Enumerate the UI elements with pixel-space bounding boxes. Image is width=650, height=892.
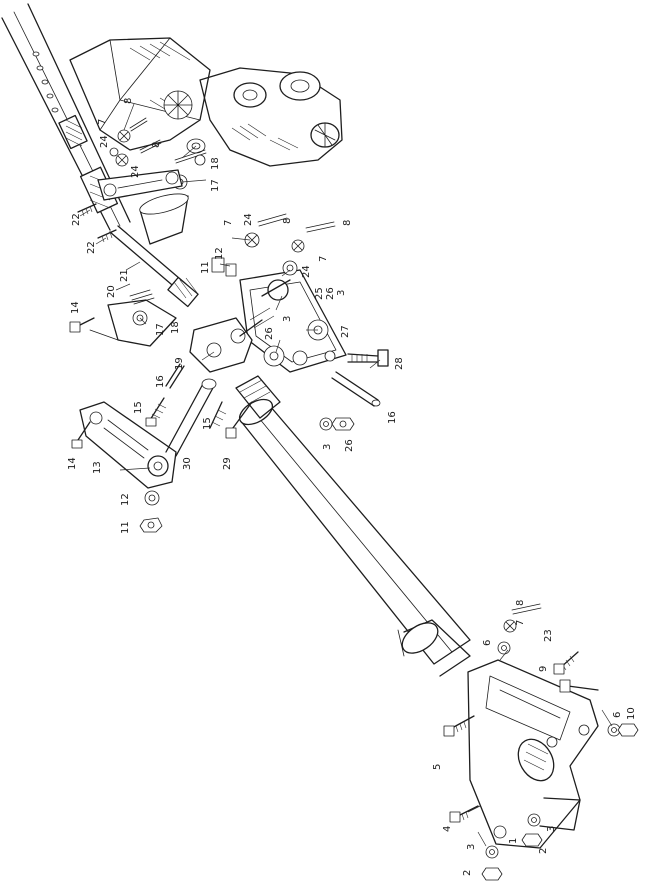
steering-gearbox <box>186 67 343 167</box>
callout-6b: 6 <box>612 712 623 718</box>
lower-fasteners <box>443 603 639 881</box>
callout-22a: 22 <box>71 213 82 226</box>
callout-3b: 3 <box>282 316 293 322</box>
callout-8a: 8 <box>123 98 134 104</box>
callout-26a: 26 <box>325 287 336 300</box>
bolts-14-15 <box>69 203 227 449</box>
callout-11a: 11 <box>200 261 211 274</box>
callout-3e: 3 <box>546 826 557 832</box>
callout-12b: 12 <box>120 493 131 506</box>
link-rod-30 <box>165 378 217 457</box>
callout-4: 4 <box>442 826 453 832</box>
bolt-28 <box>347 349 389 367</box>
callout-24a: 24 <box>99 135 110 148</box>
leader-lines <box>79 103 613 847</box>
callout-15a: 15 <box>133 401 144 414</box>
centre-mounting-plate <box>239 269 347 373</box>
callout-6a: 6 <box>482 640 493 646</box>
callout-30: 30 <box>182 457 193 470</box>
callout-16b: 16 <box>387 411 398 424</box>
callout-labels: 8 7 24 8 24 18 17 22 22 21 20 8 7 24 12 … <box>67 98 637 876</box>
shaft-holes <box>32 51 59 113</box>
middle-rod <box>109 225 199 308</box>
callout-24d: 24 <box>301 265 312 278</box>
support-bracket-20 <box>89 289 177 347</box>
lever-arm-19 <box>189 317 263 373</box>
callout-3c: 3 <box>322 444 333 450</box>
callout-17a: 17 <box>210 179 221 192</box>
callout-5: 5 <box>432 764 443 770</box>
callout-22b: 22 <box>86 241 97 254</box>
pin-16-right <box>331 371 381 407</box>
right-fasteners <box>211 213 355 431</box>
callout-18a: 18 <box>210 157 221 170</box>
bolt-29 <box>225 401 253 439</box>
callout-9: 9 <box>538 666 549 672</box>
callout-7a: 7 <box>97 119 108 125</box>
callout-2a: 2 <box>462 870 473 876</box>
callout-26b: 26 <box>264 327 275 340</box>
callout-27: 27 <box>340 325 351 338</box>
callout-7b: 7 <box>223 220 234 226</box>
callout-17b: 17 <box>155 323 166 336</box>
callout-3a: 3 <box>336 290 347 296</box>
callout-14a: 14 <box>70 301 81 314</box>
nuts-11-12 <box>139 490 163 533</box>
lower-mounting-bracket <box>467 659 599 849</box>
main-column-tube <box>235 375 471 677</box>
callout-20: 20 <box>106 285 117 298</box>
callout-3d: 3 <box>466 844 477 850</box>
callout-1: 1 <box>508 838 519 844</box>
callout-8d: 8 <box>342 220 353 226</box>
callout-16a: 16 <box>155 375 166 388</box>
callout-18b: 18 <box>170 321 181 334</box>
callout-2b: 2 <box>538 848 549 854</box>
idler-link-17 <box>97 169 183 201</box>
pivot-arm-13 <box>79 401 177 489</box>
callout-25: 25 <box>314 287 325 300</box>
callout-29: 29 <box>222 457 233 470</box>
callout-24b: 24 <box>130 165 141 178</box>
callout-7d: 7 <box>515 620 526 626</box>
callout-13: 13 <box>92 461 103 474</box>
callout-19: 19 <box>174 357 185 370</box>
callout-23: 23 <box>543 629 554 642</box>
callout-21: 21 <box>119 269 130 282</box>
callout-12a: 12 <box>214 247 225 260</box>
callout-26c: 26 <box>344 439 355 452</box>
cone-housing <box>139 193 189 245</box>
callout-24c: 24 <box>243 213 254 226</box>
callout-8b: 8 <box>151 142 162 148</box>
callout-14b: 14 <box>67 457 78 470</box>
top-mounting-bracket <box>69 37 211 151</box>
callout-11b: 11 <box>120 521 131 534</box>
callout-28: 28 <box>394 357 405 370</box>
callout-8c: 8 <box>282 218 293 224</box>
callout-10: 10 <box>626 707 637 720</box>
callout-7c: 7 <box>318 256 329 262</box>
callout-15b: 15 <box>202 417 213 430</box>
callout-8e: 8 <box>515 600 526 606</box>
